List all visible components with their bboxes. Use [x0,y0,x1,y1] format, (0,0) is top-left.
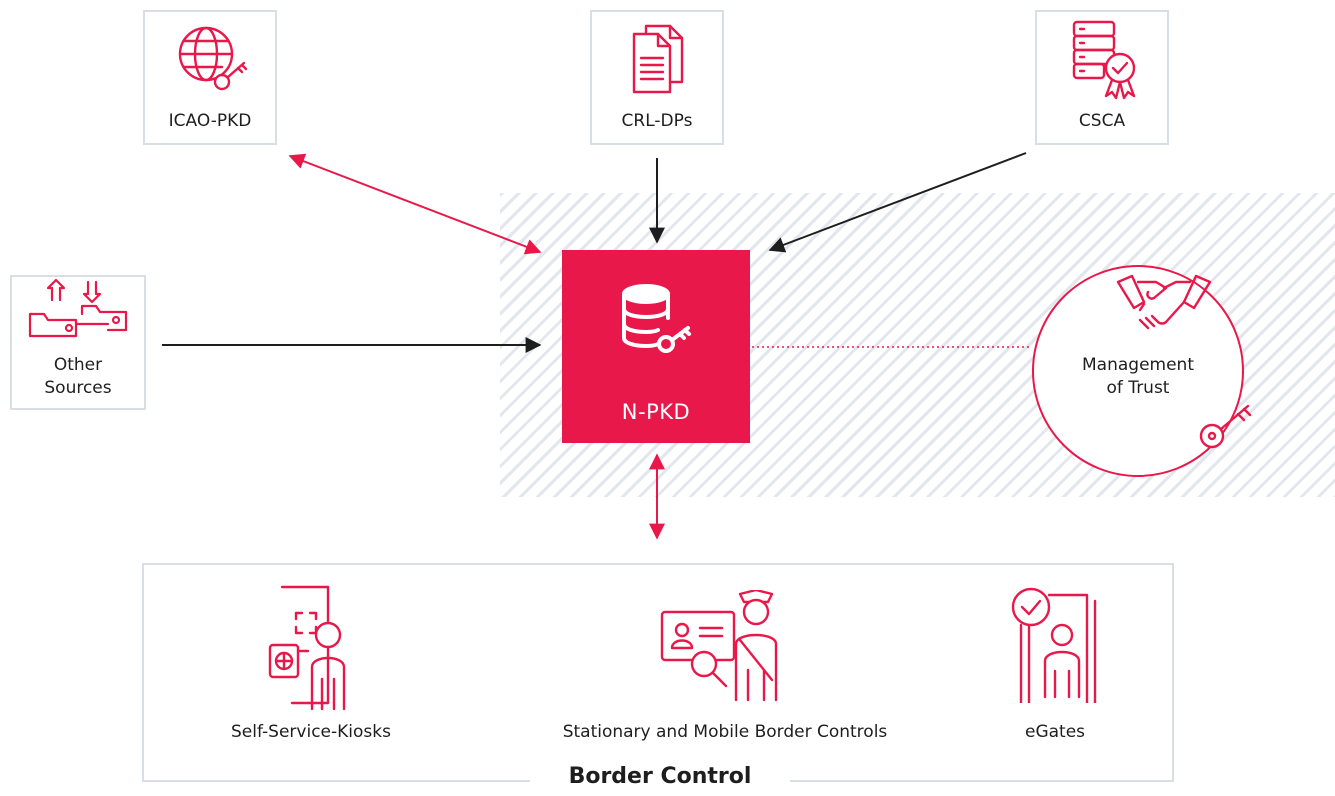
egates-label: eGates [1024,722,1086,742]
icao-pkd-label: ICAO-PKD [168,111,252,131]
csca-label: CSCA [1078,111,1126,131]
upload-download-icon [28,278,128,338]
self-service-kiosks-label: Self-Service-Kiosks [231,722,391,742]
trust-line2: of Trust [1106,378,1170,398]
border-control-title: Border Control [530,764,790,789]
n-pkd-label: N-PKD [621,400,691,424]
other-sources-box[interactable] [10,275,146,410]
crl-dps-label: CRL-DPs [621,111,693,131]
other-sources-line1: Other [53,355,103,375]
egate-icon [1011,587,1097,703]
globe-key-icon [178,26,248,91]
trust-line1: Management [1082,355,1194,375]
border-control-frame [142,563,1174,782]
border-controls-label: Stationary and Mobile Border Controls [562,722,888,742]
icao-npkd-arrow [288,153,542,255]
documents-icon [632,24,684,94]
key-icon [1199,404,1252,449]
other-sources-line2: Sources [44,378,112,398]
handshake-icon [1116,274,1212,330]
csca-npkd-arrow [768,152,1027,253]
officer-id-icon [660,590,778,702]
database-key-icon [622,284,691,353]
kiosk-passport-icon [268,585,346,711]
server-certificate-icon [1072,20,1136,100]
